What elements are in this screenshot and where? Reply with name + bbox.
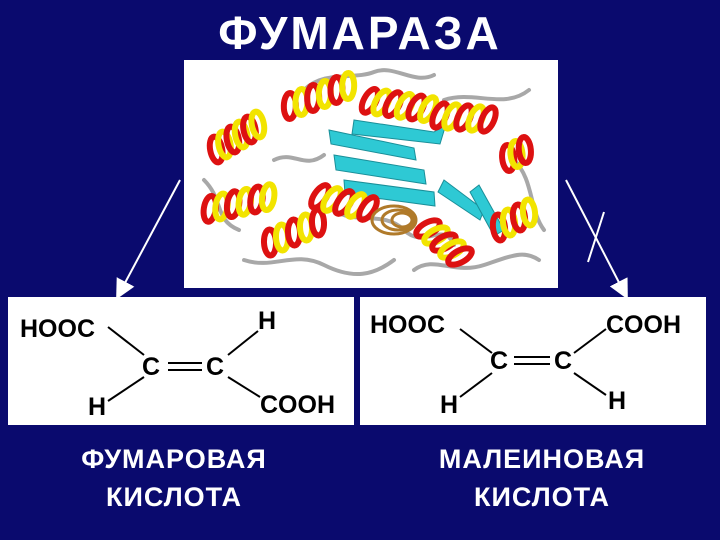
helix-turn [308, 206, 328, 239]
cooh-group: COOH [606, 311, 681, 339]
helix-turn [477, 104, 499, 135]
helix-turn [515, 134, 534, 166]
fumaric-acid-name-line2: КИСЛОТА [106, 482, 242, 512]
helix-turn [248, 108, 268, 141]
hydrogen-bottom: H [88, 393, 106, 421]
blocked-arrow-icon [565, 179, 628, 300]
carbon-1: C [142, 353, 160, 381]
cooh-group: COOH [260, 391, 335, 419]
fumaric-acid-label: ФУМАРОВАЯ КИСЛОТА [4, 440, 344, 516]
carbon-1: C [490, 347, 508, 375]
helix-turn [507, 138, 526, 170]
helix-turn [356, 194, 380, 223]
helix-turn [519, 196, 539, 229]
carbon-2: C [554, 347, 572, 375]
maleic-acid-structure: HOOC COOH C C H H [360, 297, 706, 425]
fumaric-acid-name-line1: ФУМАРОВАЯ [81, 444, 267, 474]
fumaric-acid-structure: HOOC H C C H COOH [8, 297, 354, 425]
helix-turn [258, 181, 278, 214]
hooc-group: HOOC [20, 315, 95, 343]
helix-turn [339, 70, 358, 102]
carbon-2: C [206, 353, 224, 381]
block-mark [587, 211, 605, 263]
hydrogen-left: H [440, 391, 458, 419]
maleic-acid-label: МАЛЕИНОВАЯ КИСЛОТА [372, 440, 712, 516]
hooc-group: HOOC [370, 311, 445, 339]
arrow-icon [116, 179, 181, 300]
helix-turn [499, 142, 518, 174]
page-title: ФУМАРАЗА [218, 7, 502, 59]
helix-turn [445, 245, 475, 268]
hydrogen-right: H [608, 387, 626, 415]
maleic-acid-name-line1: МАЛЕИНОВАЯ [438, 444, 646, 474]
protein-structure-image [184, 60, 558, 288]
maleic-acid-name-line2: КИСЛОТА [474, 482, 610, 512]
hydrogen-top: H [258, 307, 276, 335]
